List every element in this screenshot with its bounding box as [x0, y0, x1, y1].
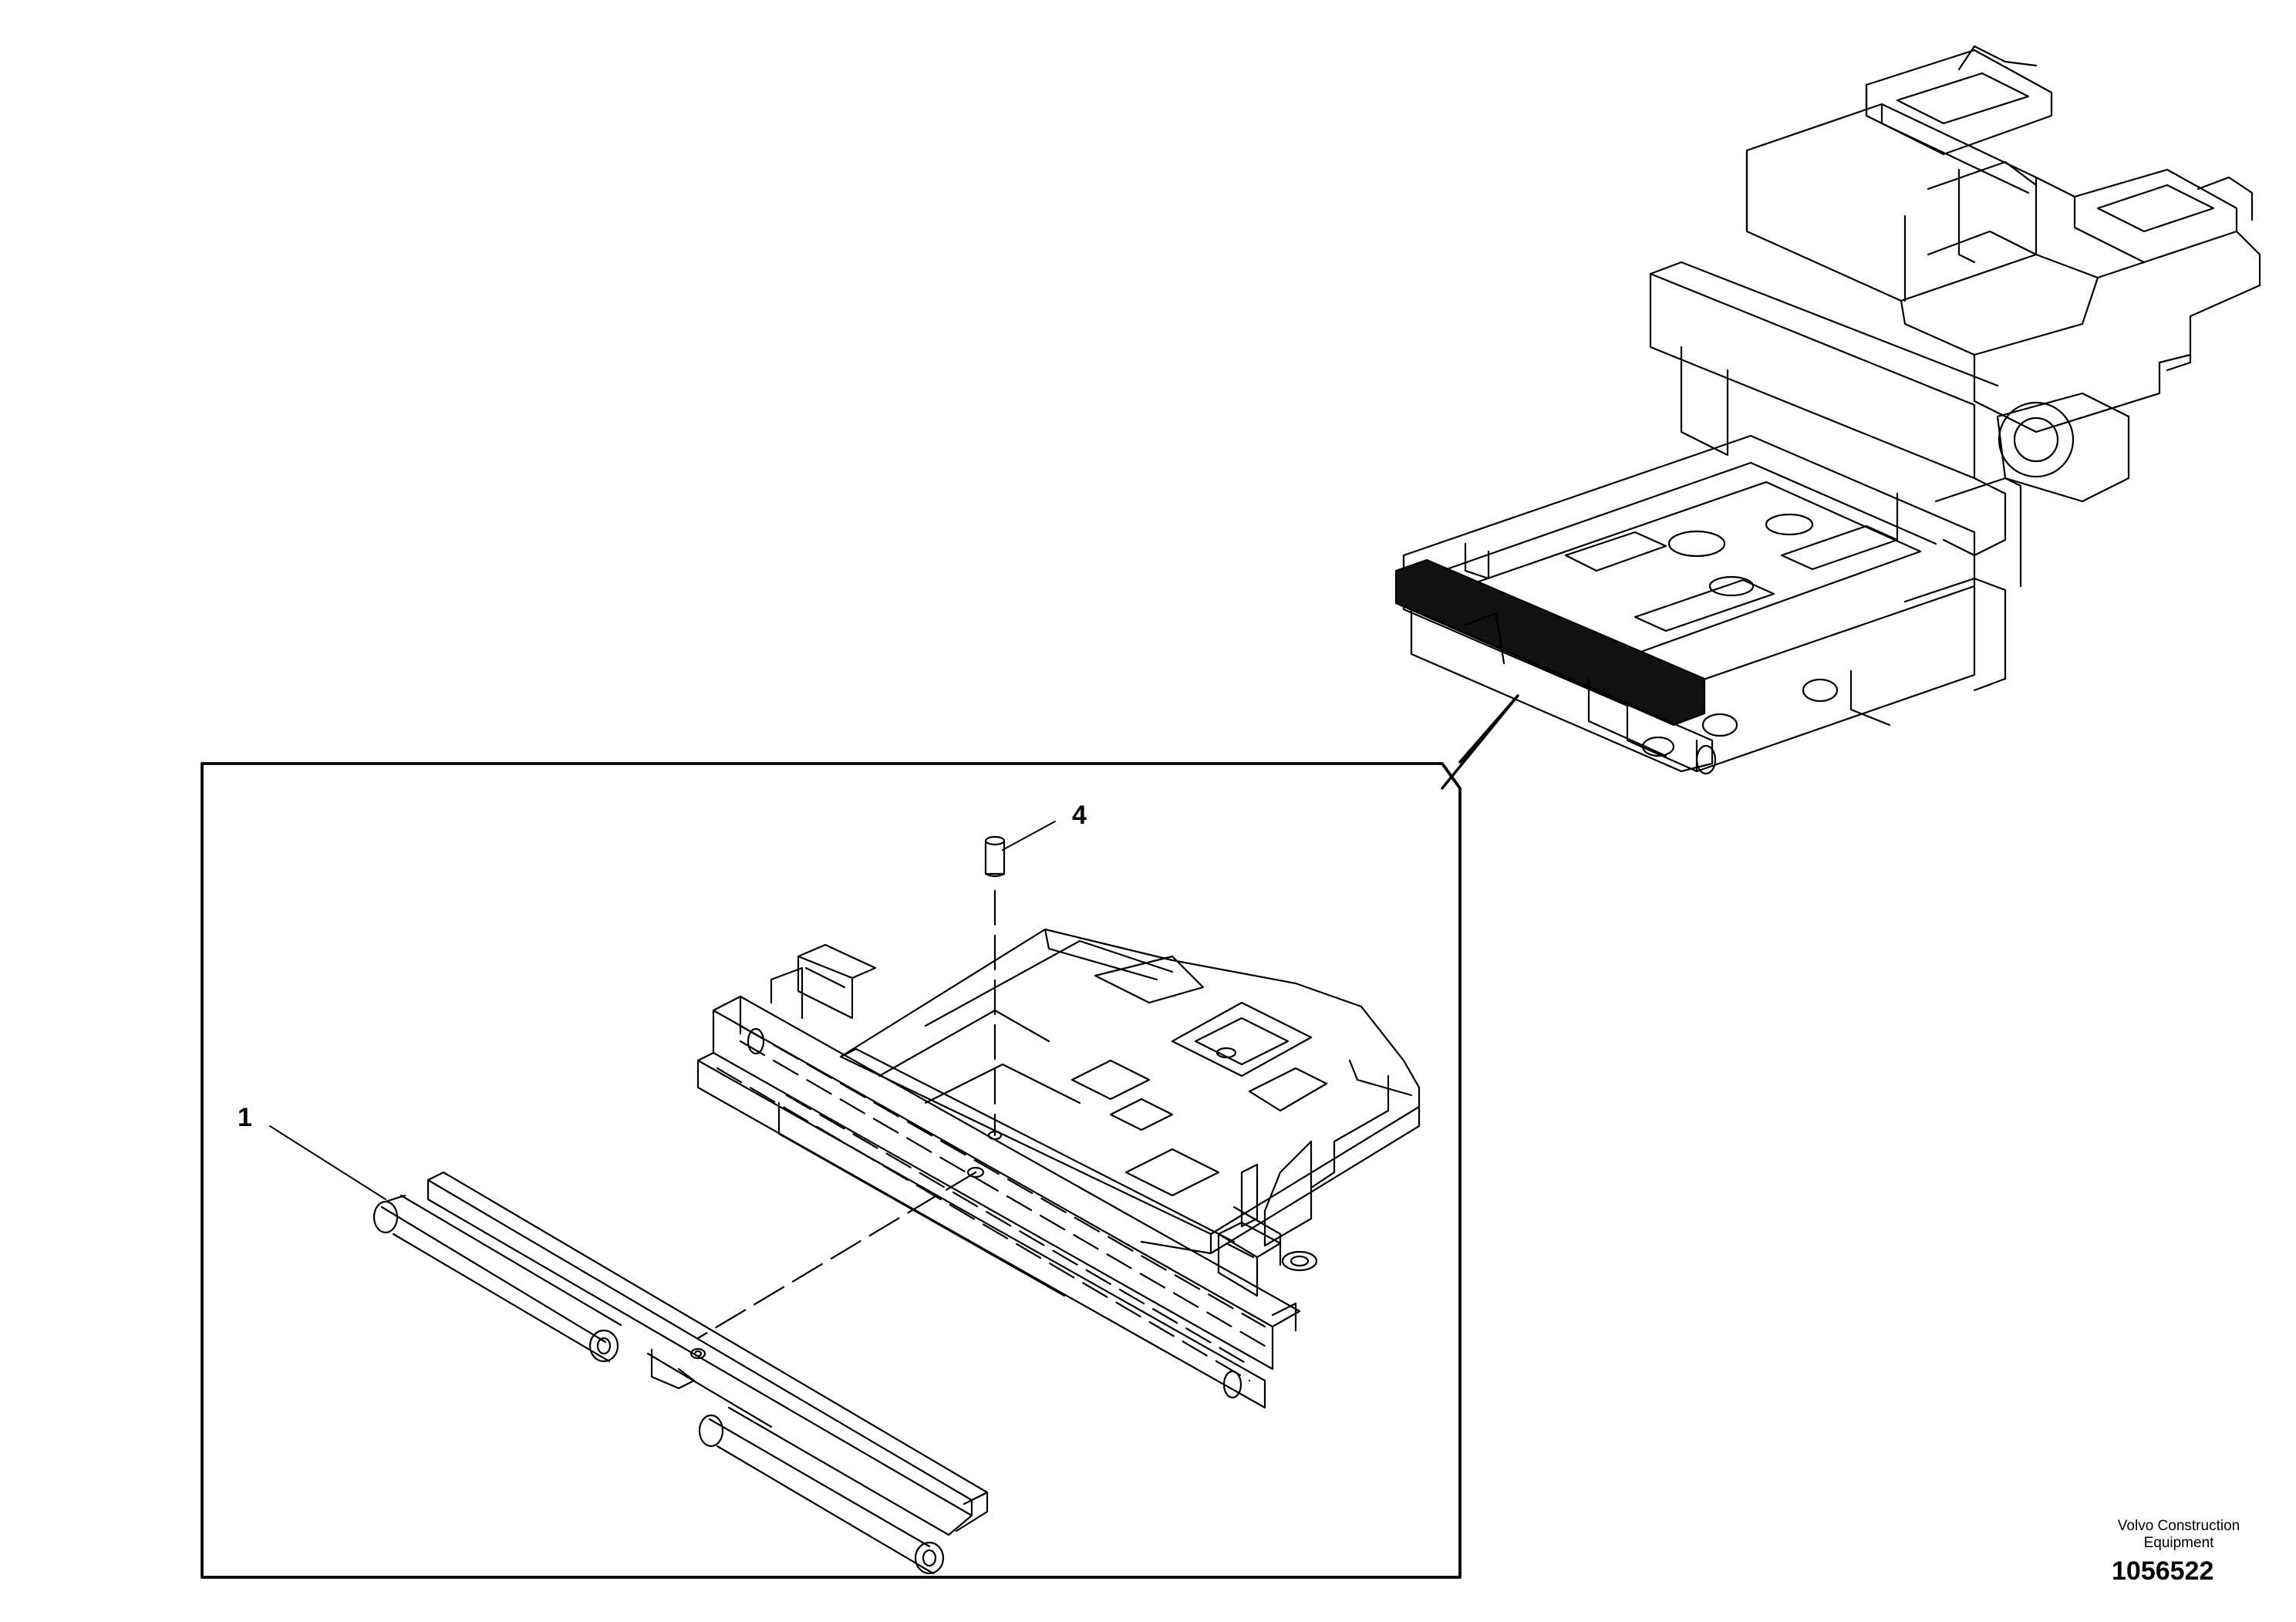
company-name-line2: Equipment [2143, 1535, 2214, 1551]
detail-callout-pointer [1441, 694, 1519, 790]
pin-part-4 [984, 821, 1056, 878]
callout-label-4: 4 [1072, 801, 1087, 830]
roller-assembly-part-1 [269, 1125, 989, 1575]
company-name-line1: Volvo Construction [2117, 1518, 2240, 1534]
paver-frame-overview [1394, 45, 2261, 775]
detail-frame [201, 762, 1462, 1579]
assembly-lines [696, 889, 996, 1340]
front-frame-section [696, 928, 1421, 1409]
callout-label-1: 1 [238, 1103, 252, 1132]
company-name: Volvo Construction Equipment [2090, 1518, 2267, 1552]
document-number: 1056522 [2112, 1556, 2214, 1586]
